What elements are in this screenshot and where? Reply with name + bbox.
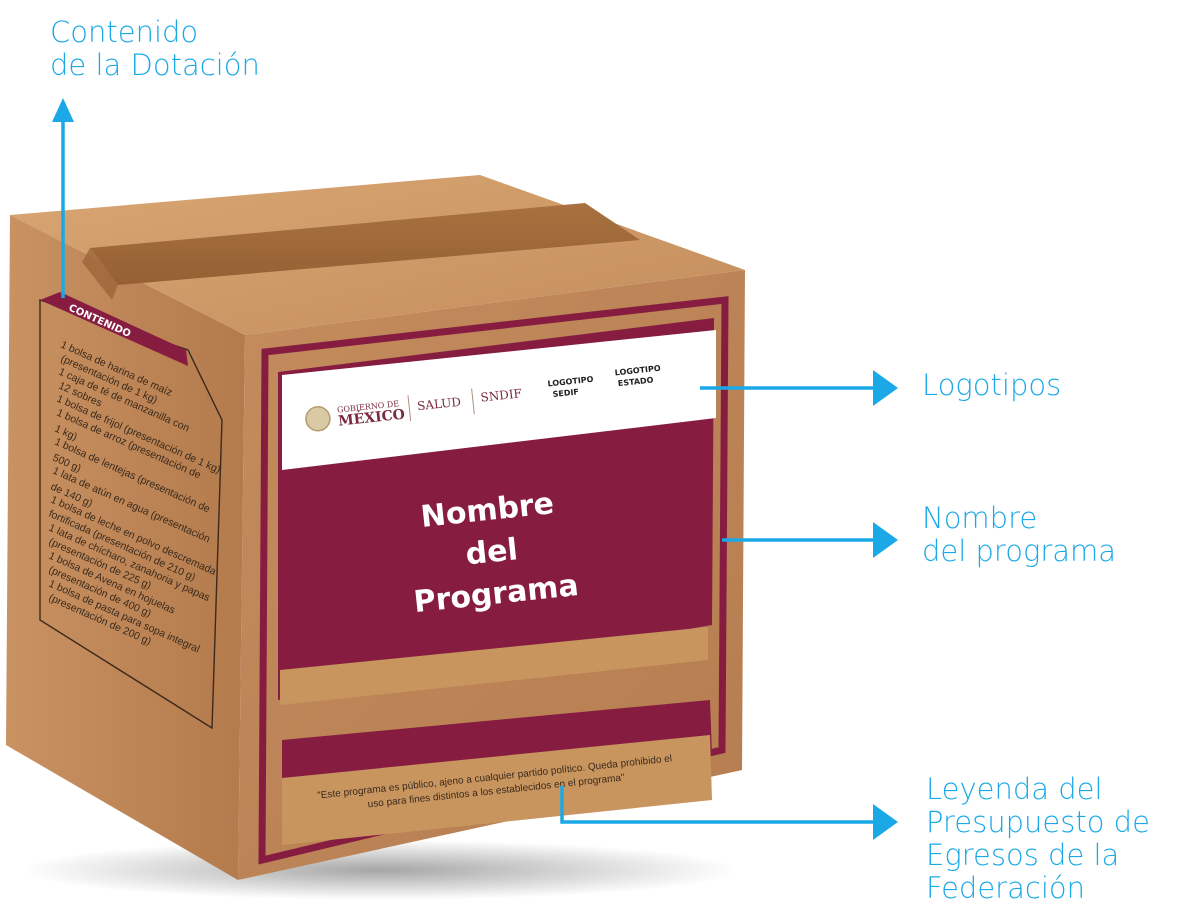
callout-nombre-line2: del programa bbox=[922, 534, 1117, 568]
logo-strip bbox=[282, 330, 716, 470]
arrow-right-icon bbox=[873, 522, 898, 558]
packing-tape-edge bbox=[82, 248, 118, 300]
contenido-label-header bbox=[40, 292, 188, 366]
arrow-up-icon bbox=[52, 98, 74, 122]
callout-logotipos: Logotipos bbox=[922, 369, 1061, 402]
callout-leyenda-line3: Egresos de la bbox=[926, 838, 1120, 872]
arrow-right-icon bbox=[873, 370, 898, 406]
salud-logo-text: SALUD bbox=[416, 395, 461, 414]
logo-divider bbox=[407, 395, 412, 422]
program-name: Nombre del Programa bbox=[412, 486, 580, 620]
program-name-line2: del bbox=[464, 532, 519, 572]
front-maroon-border bbox=[258, 296, 729, 865]
callout-leyenda: Leyenda del Presupuesto de Egresos de la… bbox=[926, 773, 1150, 905]
arrow-right-icon bbox=[873, 804, 898, 840]
callout-nombre: Nombre del programa bbox=[922, 502, 1116, 568]
sndif-logo-text: SNDIF bbox=[480, 386, 523, 404]
arrow-leyenda-line bbox=[560, 786, 880, 824]
estado-logo-line2: ESTADO bbox=[617, 375, 654, 388]
logos-group: GOBIERNO DE MÉXICO SALUD SNDIF LOGOTIPO … bbox=[305, 364, 661, 432]
packing-tape bbox=[90, 203, 640, 285]
callout-leyenda-line1: Leyenda del bbox=[926, 772, 1103, 806]
callout-contenido: Contenido de la Dotación bbox=[50, 16, 260, 82]
contenido-list: 1 bolsa de harina de maíz (presentación … bbox=[47, 339, 223, 656]
box-left-face bbox=[6, 215, 245, 880]
callout-contenido-line1: Contenido bbox=[50, 15, 199, 49]
callout-lines bbox=[61, 118, 880, 824]
callout-nombre-line1: Nombre bbox=[922, 501, 1038, 535]
callout-contenido-line2: de la Dotación bbox=[50, 48, 260, 82]
logo-divider bbox=[471, 388, 475, 415]
callout-leyenda-line2: Presupuesto de bbox=[926, 805, 1150, 839]
eagle-emblem-icon bbox=[305, 405, 331, 432]
callout-logotipos-line1: Logotipos bbox=[922, 368, 1062, 402]
callout-leyenda-line4: Federación bbox=[926, 871, 1086, 905]
sedif-logo-line2: SEDIF bbox=[552, 387, 579, 399]
legend-strip bbox=[282, 735, 712, 845]
front-stripe-1 bbox=[280, 627, 708, 705]
